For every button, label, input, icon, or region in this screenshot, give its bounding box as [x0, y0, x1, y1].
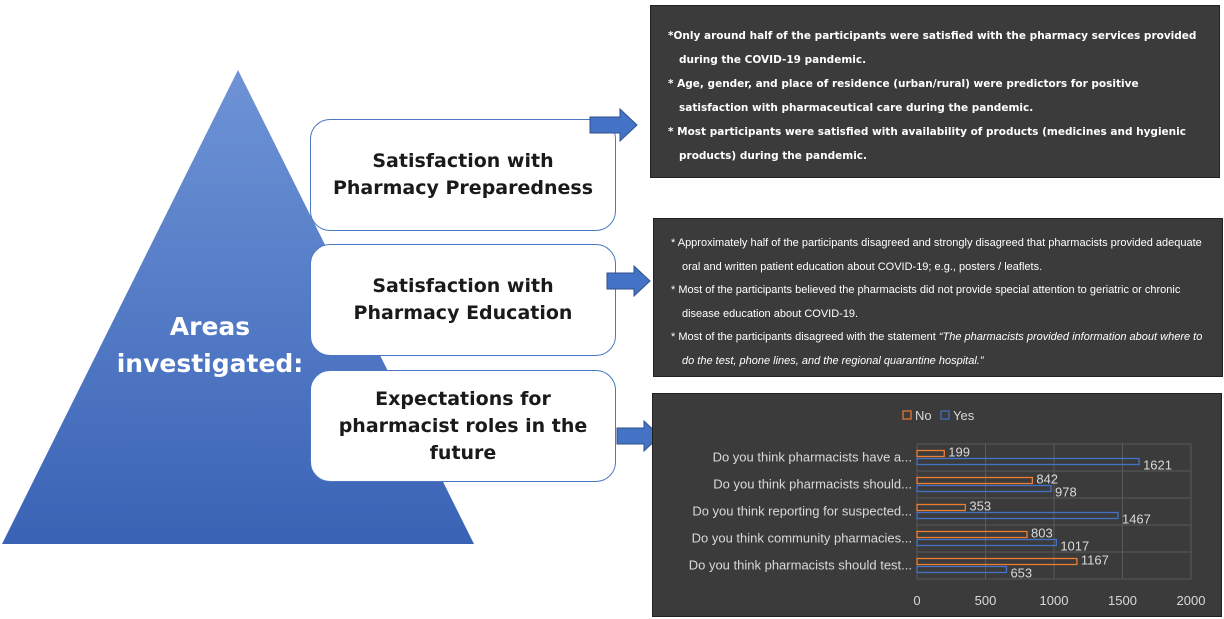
category-label: Do you think community pharmacies... — [692, 531, 912, 546]
area-preparedness-label: Satisfaction with Pharmacy Preparedness — [332, 150, 594, 199]
education-finding-quote: “The pharmacists provided information ab… — [682, 331, 1203, 367]
legend-label: Yes — [953, 408, 975, 423]
area-education-label: Satisfaction with Pharmacy Education — [353, 275, 573, 324]
preparedness-findings-panel: *Only around half of the participants we… — [650, 5, 1220, 178]
category-label: Do you think pharmacists have a... — [713, 450, 912, 465]
education-finding: * Most of the participants believed the … — [671, 284, 1181, 320]
bar-no — [916, 557, 1078, 566]
x-tick-label: 1000 — [1040, 593, 1069, 608]
preparedness-finding: *Only around half of the participants we… — [668, 30, 1197, 66]
education-finding: * Most of the participants disagreed wit… — [662, 326, 1214, 373]
legend-swatch — [940, 410, 950, 420]
category-label: Do you think pharmacists should... — [713, 477, 912, 492]
legend-label: No — [915, 408, 932, 423]
data-label: 653 — [1010, 566, 1032, 581]
expectations-chart-panel: 0 500 1000 1500 2000 No Yes Do you think pharma… — [652, 393, 1222, 617]
bar-no — [916, 476, 1034, 485]
x-tick-label: 0 — [913, 593, 920, 608]
education-finding: * Approximately half of the participants… — [671, 237, 1202, 273]
x-tick-label: 2000 — [1177, 593, 1206, 608]
data-label: 1621 — [1143, 458, 1172, 473]
bar-yes — [916, 484, 1052, 493]
data-label: 1017 — [1060, 539, 1089, 554]
bar-yes — [916, 457, 1140, 466]
education-finding-text: * Most of the participants disagreed wit… — [671, 331, 939, 343]
data-label: 353 — [969, 499, 991, 514]
data-label: 1467 — [1122, 512, 1151, 527]
x-tick-label: 1500 — [1108, 593, 1137, 608]
bar-no — [916, 530, 1028, 539]
education-findings-panel: * Approximately half of the participants… — [653, 218, 1223, 377]
category-label: Do you think reporting for suspected... — [692, 504, 912, 519]
expectations-bar-chart: 0 500 1000 1500 2000 No Yes Do you think pharma… — [689, 408, 1206, 608]
arrow-right-icon — [589, 108, 638, 142]
data-label: 803 — [1031, 526, 1053, 541]
bar-no — [916, 449, 945, 458]
area-expectations-label: Expectations for pharmacist roles in the… — [338, 387, 588, 464]
arrow-right-icon — [606, 265, 651, 297]
area-expectations-box: Expectations for pharmacist roles in the… — [310, 370, 616, 482]
bar-yes — [916, 538, 1057, 547]
category-label: Do you think pharmacists should test... — [689, 558, 912, 573]
data-label: 199 — [948, 445, 970, 460]
area-preparedness-box: Satisfaction with Pharmacy Preparedness — [310, 119, 616, 231]
data-label: 842 — [1036, 472, 1058, 487]
bar-yes — [916, 565, 1008, 574]
legend-swatch — [902, 410, 912, 420]
preparedness-finding: * Age, gender, and place of residence (u… — [668, 78, 1139, 114]
pyramid-label: Areas investigated: — [116, 312, 304, 378]
bar-yes — [916, 511, 1119, 520]
area-education-box: Satisfaction with Pharmacy Education — [310, 244, 616, 356]
preparedness-finding: * Most participants were satisfied with … — [668, 126, 1186, 162]
bar-no — [916, 503, 967, 512]
x-tick-label: 500 — [975, 593, 997, 608]
data-label: 1167 — [1081, 553, 1109, 568]
data-label: 978 — [1055, 485, 1077, 500]
